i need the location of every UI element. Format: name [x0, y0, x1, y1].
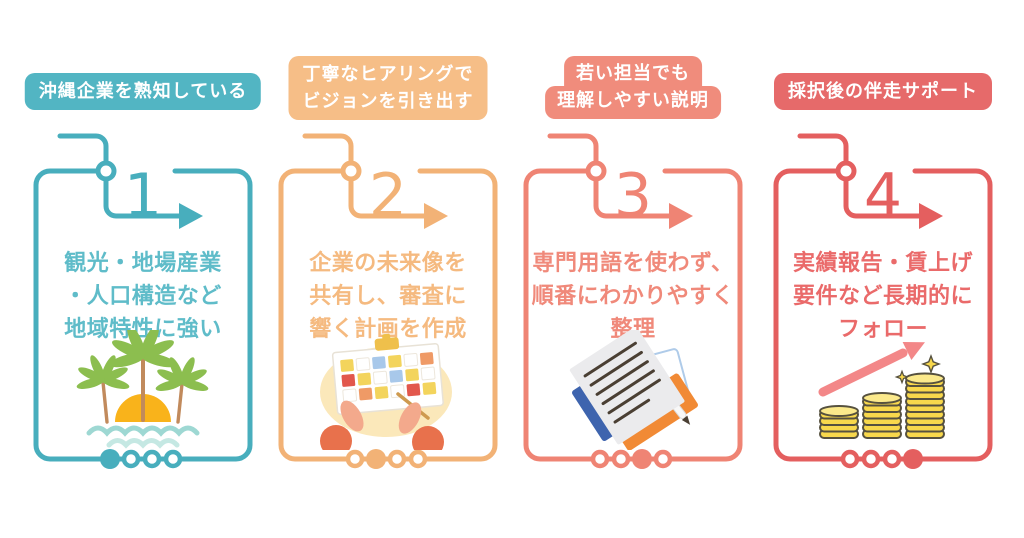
- node-circle-icon: [835, 160, 857, 182]
- card-1-description: 観光・地場産業 ・人口構造など 地域特性に強い: [33, 246, 253, 345]
- node-circle-icon: [95, 160, 117, 182]
- coins-growth-illustration: [803, 330, 963, 450]
- arrow-right-icon: [179, 203, 203, 229]
- coin-stack-large: [905, 372, 945, 439]
- card-4-description: 実績報告・賃上げ 要件など長期的に フォロー: [773, 246, 993, 345]
- progress-dots-2: [345, 449, 428, 469]
- card-3-frame-decoration: [523, 133, 743, 469]
- description-line: 順番にわかりやすく: [531, 283, 735, 308]
- description-line: 専門用語を使わず、: [532, 250, 734, 275]
- description-line: 企業の未来像を: [309, 250, 467, 275]
- progress-dots-1: [100, 449, 183, 469]
- coin-stack-small: [819, 405, 859, 439]
- step-number-3: 3: [613, 161, 653, 231]
- card-4-title-badge: 採択後の伴走サポート: [774, 73, 992, 110]
- sparkle-icon: [894, 369, 910, 385]
- arrow-right-icon: [919, 203, 943, 229]
- growth-arrow-icon: [818, 342, 925, 397]
- description-line: 実績報告・賃上げ: [792, 250, 973, 275]
- node-circle-icon: [340, 160, 362, 182]
- description-line: 要件など長期的に: [792, 283, 973, 308]
- lined-paper: [569, 326, 685, 445]
- card-3-title-line2: 理解しやすい説明: [545, 86, 721, 119]
- arrow-right-icon: [424, 203, 448, 229]
- palm-island-illustration: [63, 325, 223, 450]
- planning-board: [331, 333, 444, 416]
- card-3-title-line1: 若い担当でも: [563, 56, 702, 87]
- description-line: ・人口構造など: [64, 283, 222, 308]
- card-4-title: 採択後の伴走サポート: [788, 81, 978, 101]
- clip-icon: [374, 337, 400, 351]
- wave-icon: [86, 425, 200, 437]
- feature-card-4: 採択後の伴走サポート 4 実績報告・賃上げ 要件など長期的に フォロー: [773, 0, 993, 538]
- step-number-2: 2: [368, 161, 408, 231]
- palm-leaves-left: [76, 355, 130, 389]
- card-2-description: 企業の未来像を 共有し、審査に 響く計画を作成: [278, 246, 498, 345]
- wave-icon: [106, 438, 180, 449]
- feature-card-1: 沖縄企業を熟知している 1 観光・地場産業 ・人口構造など 地域特性に強い: [24, 0, 262, 538]
- description-line: 地域特性に強い: [64, 316, 222, 341]
- progress-dots-3: [590, 449, 673, 469]
- description-line: 共有し、審査に: [309, 283, 467, 308]
- documents-illustration: [553, 326, 713, 451]
- card-2-title-line1: 丁寧なヒアリングで: [302, 64, 474, 84]
- arrow-right-icon: [669, 203, 693, 229]
- progress-dots-4: [840, 449, 923, 469]
- description-line: 観光・地場産業: [64, 250, 222, 275]
- palm-leaves-right: [155, 357, 209, 391]
- step-number-1: 1: [123, 161, 163, 231]
- card-2-title-line2: ビジョンを引き出す: [302, 91, 474, 111]
- card-2-frame-decoration: [278, 133, 498, 469]
- sparkle-icon: [921, 354, 941, 374]
- palm-leaves-center: [110, 325, 176, 368]
- card-1-title: 沖縄企業を熟知している: [38, 81, 248, 101]
- feature-card-2: 丁寧なヒアリングで ビジョンを引き出す 2 企業の未来像を 共有し、審査に 響く…: [278, 0, 498, 538]
- coin-stack-medium: [862, 392, 902, 439]
- card-3-description: 専門用語を使わず、 順番にわかりやすく 整理: [523, 246, 743, 345]
- card-4-frame-decoration: [773, 133, 993, 469]
- card-1-frame-decoration: [33, 133, 253, 469]
- feature-card-3: 若い担当でも 理解しやすい説明 3 専門用語を使わず、 順番にわかりやすく 整理: [523, 0, 743, 538]
- right-hand: [398, 402, 422, 434]
- sticky-notes: [340, 352, 437, 403]
- planning-board-illustration: [308, 330, 468, 458]
- left-sleeve: [320, 425, 352, 457]
- description-line: フォロー: [837, 316, 928, 341]
- card-1-title-badge: 沖縄企業を熟知している: [24, 73, 262, 110]
- step-number-4: 4: [863, 161, 903, 231]
- card-2-title-badge: 丁寧なヒアリングで ビジョンを引き出す: [288, 56, 488, 120]
- node-circle-icon: [585, 160, 607, 182]
- card-3-title-badge: 若い担当でも 理解しやすい説明: [545, 56, 721, 119]
- left-hand: [340, 400, 364, 432]
